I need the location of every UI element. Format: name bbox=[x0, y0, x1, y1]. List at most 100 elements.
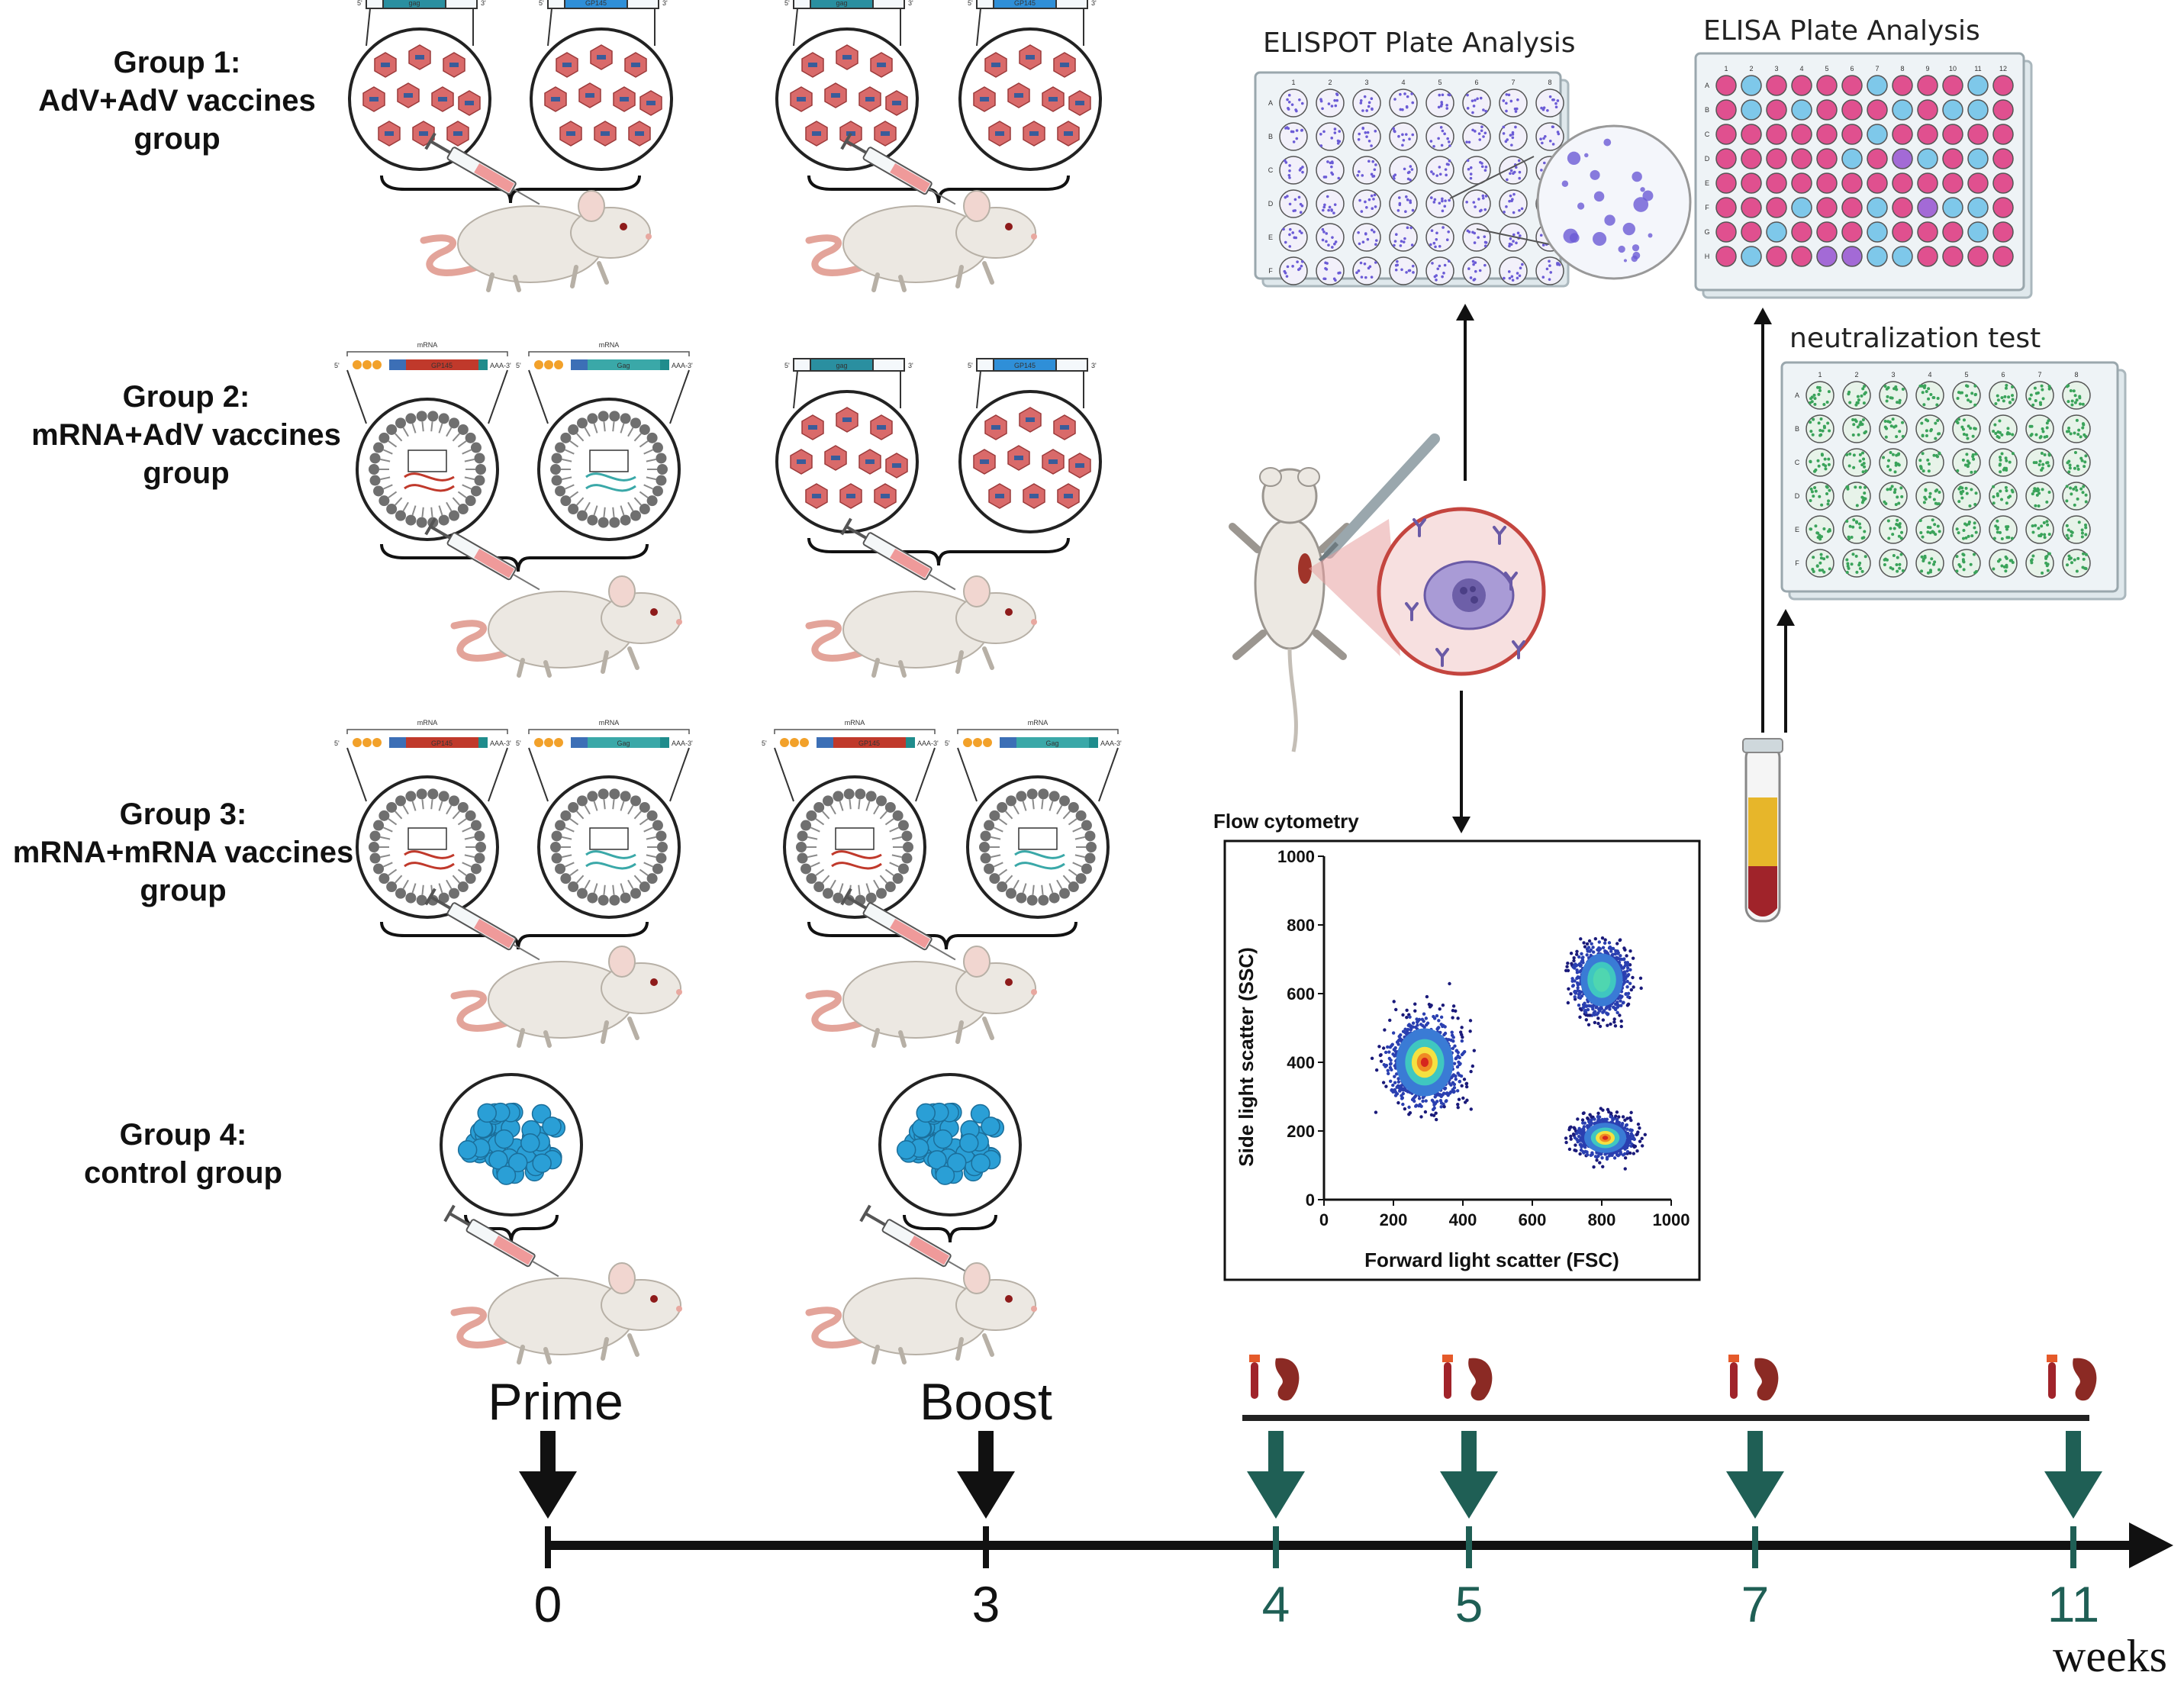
plaque bbox=[2000, 498, 2004, 501]
spot bbox=[1333, 98, 1336, 102]
spot bbox=[1290, 130, 1293, 134]
plaque bbox=[2073, 558, 2076, 562]
plaque bbox=[1921, 535, 1925, 539]
flow-point bbox=[1598, 1161, 1602, 1165]
plaque bbox=[1973, 384, 1977, 388]
elisa-well bbox=[1816, 172, 1838, 194]
spot bbox=[1364, 275, 1367, 279]
spot bbox=[1287, 100, 1291, 104]
elisa-well bbox=[1816, 246, 1838, 267]
flow-point bbox=[1623, 1156, 1628, 1160]
lipid-head bbox=[639, 801, 650, 813]
lipid-head bbox=[416, 517, 427, 528]
elisa-well bbox=[1917, 246, 1938, 267]
plaque bbox=[1822, 424, 1826, 428]
cap-icon bbox=[372, 738, 382, 747]
elispot-well bbox=[1279, 122, 1308, 151]
spot bbox=[1361, 174, 1364, 177]
flow-point bbox=[1391, 1083, 1395, 1087]
lipid-head bbox=[833, 791, 844, 802]
plaque bbox=[1922, 403, 1926, 407]
plaque bbox=[2084, 454, 2088, 458]
plaque bbox=[1901, 420, 1905, 424]
vaccine-bracket bbox=[807, 175, 1070, 204]
plaque bbox=[2046, 569, 2050, 572]
flow-point bbox=[1618, 957, 1622, 961]
plaque bbox=[2037, 462, 2041, 466]
flow-point bbox=[1456, 1103, 1460, 1107]
spot bbox=[1298, 98, 1301, 101]
timeline-tick-label: 11 bbox=[2047, 1576, 2100, 1632]
plaque bbox=[1818, 385, 1822, 389]
plaque bbox=[1996, 519, 1999, 523]
flow-point bbox=[1391, 1052, 1395, 1056]
spot bbox=[1333, 127, 1337, 130]
spot bbox=[1405, 195, 1408, 198]
flow-point bbox=[1625, 954, 1628, 958]
spot bbox=[1300, 231, 1303, 235]
spot bbox=[1435, 237, 1438, 241]
spot bbox=[1334, 240, 1338, 243]
spot bbox=[1469, 166, 1473, 169]
flow-point bbox=[1374, 1110, 1378, 1114]
spot bbox=[1393, 98, 1396, 101]
elispot-well bbox=[1462, 189, 1491, 218]
spot bbox=[1516, 98, 1519, 101]
flow-point bbox=[1429, 1004, 1433, 1008]
down-arrow-head bbox=[957, 1471, 1015, 1519]
plaque bbox=[1827, 499, 1831, 503]
plaque bbox=[2041, 430, 2045, 433]
flow-cytometry-frame bbox=[1223, 839, 1701, 1281]
plaque bbox=[2047, 490, 2051, 494]
plaque bbox=[1992, 501, 1996, 505]
three-prime-label: 3' bbox=[1091, 0, 1097, 7]
lipid-head bbox=[657, 464, 668, 475]
spot bbox=[1293, 198, 1297, 201]
plaque bbox=[1968, 504, 1972, 507]
plaque bbox=[1897, 501, 1901, 505]
timeline-tick-label: 7 bbox=[1741, 1576, 1770, 1632]
plaque bbox=[2065, 385, 2069, 388]
spot bbox=[1330, 137, 1334, 140]
flow-point bbox=[1451, 1004, 1456, 1008]
plaque bbox=[1926, 458, 1930, 462]
lipid-head bbox=[897, 820, 909, 831]
lipid-head bbox=[470, 485, 482, 497]
flow-point bbox=[1615, 1010, 1619, 1015]
spot bbox=[1408, 269, 1412, 272]
plaque bbox=[1863, 385, 1867, 388]
plaque bbox=[1845, 571, 1849, 575]
elisa-well bbox=[1867, 99, 1888, 121]
spot bbox=[1511, 130, 1515, 134]
lipid-head bbox=[438, 413, 449, 424]
plaque bbox=[1857, 563, 1861, 567]
plaque bbox=[1899, 486, 1903, 490]
plaque bbox=[1816, 459, 1820, 462]
plaque bbox=[1815, 564, 1819, 568]
plaque bbox=[1924, 498, 1928, 501]
flow-point bbox=[1598, 1024, 1603, 1029]
mouse-icon bbox=[450, 1262, 682, 1365]
lipid-head bbox=[823, 795, 833, 807]
gene-label: GP145 bbox=[585, 0, 607, 7]
lipid-head bbox=[1068, 881, 1079, 893]
gene-segment bbox=[406, 359, 478, 370]
lipid-head bbox=[378, 810, 390, 821]
plaque bbox=[1891, 567, 1895, 571]
spot bbox=[1282, 227, 1285, 231]
elisa-well bbox=[1791, 197, 1812, 218]
lipid-head bbox=[646, 873, 658, 884]
flow-point bbox=[1629, 1110, 1633, 1115]
spot bbox=[1298, 230, 1302, 233]
flow-point bbox=[1464, 1081, 1469, 1086]
plaque bbox=[1955, 569, 1959, 573]
elisa-well bbox=[1892, 246, 1913, 267]
flow-point bbox=[1442, 1091, 1446, 1096]
elisa-well bbox=[1942, 75, 1963, 96]
spot bbox=[1506, 178, 1509, 182]
spot bbox=[1288, 245, 1292, 248]
plaque bbox=[1921, 434, 1925, 438]
flow-point bbox=[1587, 1004, 1591, 1008]
